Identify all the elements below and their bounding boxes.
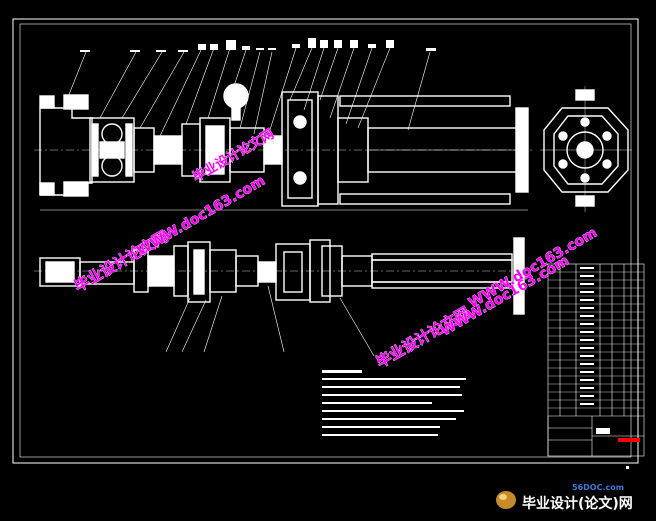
parts-list-cell-mark	[580, 323, 594, 325]
footer-site: 56DOC.com	[572, 483, 624, 492]
inner-border	[19, 23, 632, 458]
outer-border	[12, 18, 639, 464]
parts-list-cell-mark	[580, 339, 594, 341]
parts-list-cell-mark	[580, 347, 594, 349]
parts-list-cell-mark	[580, 395, 594, 397]
parts-list-rows	[548, 267, 644, 409]
footer-name: 毕业设计(论文)网	[522, 495, 633, 512]
title-block-label	[596, 428, 610, 434]
parts-list-cell-mark	[580, 283, 594, 285]
upper-leader-lines	[65, 47, 431, 137]
lower-leader-lines	[165, 285, 375, 357]
lower-assembly-view	[34, 237, 530, 315]
parts-list-cell-mark	[580, 299, 594, 301]
parts-list-cell-mark	[580, 379, 594, 381]
parts-list-cell-mark	[580, 315, 594, 317]
parts-list-cell-mark	[580, 275, 594, 277]
parts-list-cell-mark	[580, 331, 594, 333]
end-view	[540, 86, 632, 212]
parts-list-cell-mark	[580, 371, 594, 373]
parts-list-cell-mark	[580, 267, 594, 269]
parts-list-cell-mark	[580, 403, 594, 405]
parts-list-cell-mark	[580, 387, 594, 389]
parts-list-cell-mark	[580, 291, 594, 293]
parts-list-cell-mark	[580, 307, 594, 309]
page-mark	[626, 466, 629, 469]
parts-list-cell-mark	[580, 355, 594, 357]
technical-notes-block	[322, 370, 466, 436]
title-block-accent	[618, 438, 640, 442]
footer-logo: 56DOC.com 毕业设计(论文)网	[496, 483, 633, 512]
globe-logo-icon	[496, 491, 516, 509]
parts-list-cell-mark	[580, 363, 594, 365]
title-block	[547, 263, 645, 457]
upper-balloon-ticks	[80, 38, 436, 52]
upper-assembly-view	[34, 83, 532, 207]
